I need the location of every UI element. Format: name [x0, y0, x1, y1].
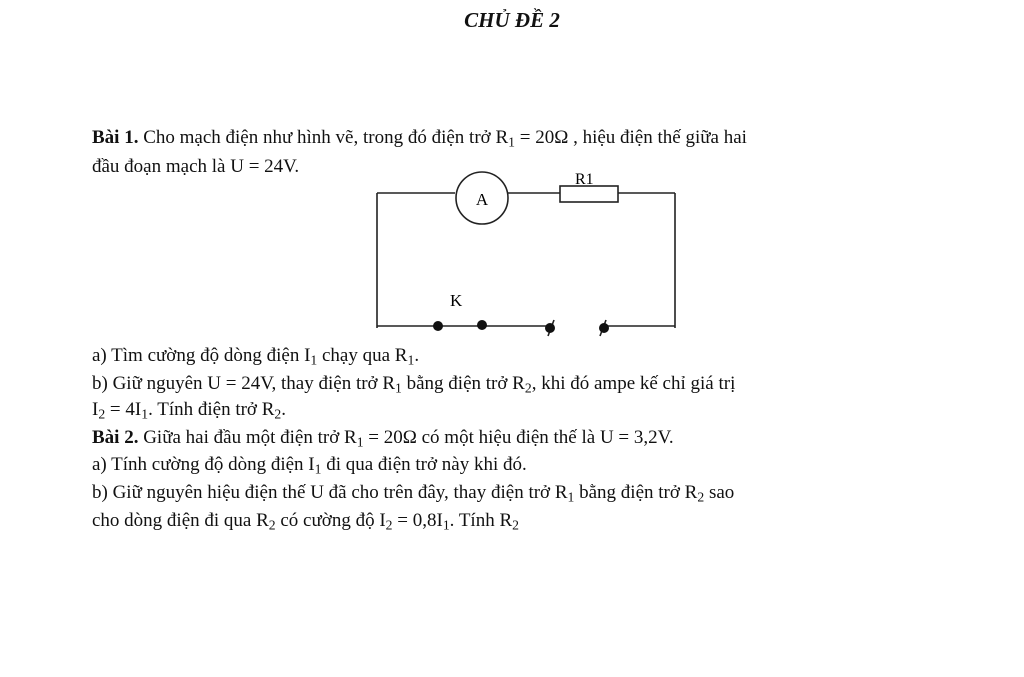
text: cho dòng điện đi qua R — [92, 510, 269, 531]
node-4 — [599, 323, 609, 333]
text: . — [414, 345, 420, 366]
switch-node-2 — [477, 320, 487, 330]
bai1-part-b-line2: I2 = 4I1. Tính điện trở R2. — [92, 398, 286, 422]
subscript: 2 — [274, 406, 282, 422]
text: = 4I — [105, 399, 142, 420]
circuit-diagram: A R1 K — [376, 171, 676, 337]
bai1-intro-line2: đầu đoạn mạch là U = 24V. — [92, 156, 300, 177]
text: I — [92, 399, 99, 420]
bai1-part-a: a) Tìm cường độ dòng điện I1 chạy qua R1… — [92, 344, 419, 368]
text: có cường độ I — [275, 510, 386, 531]
subscript: 2 — [385, 517, 393, 533]
subscript: 1 — [141, 406, 149, 422]
text: a) Tính cường độ dòng điện I — [92, 454, 315, 475]
text: . — [281, 399, 286, 420]
switch-label: K — [450, 291, 463, 310]
text: b) Giữ nguyên U = 24V, thay điện trở R — [92, 373, 396, 394]
subscript: 2 — [697, 489, 705, 505]
subscript: 1 — [356, 434, 364, 450]
text: . Tính điện trở R — [148, 399, 275, 420]
text: = 20Ω có một hiệu điện thế là U = 3,2V. — [363, 427, 674, 448]
text: = 20Ω , hiệu điện thế giữa hai — [514, 127, 747, 148]
text: sao — [704, 482, 735, 503]
subscript: 1 — [508, 134, 515, 150]
text: bằng điện trở R — [574, 482, 698, 503]
subscript: 1 — [395, 380, 402, 396]
subscript: 1 — [407, 352, 415, 368]
text: Giữa hai đầu một điện trở R — [138, 427, 357, 448]
subscript: 2 — [98, 406, 106, 422]
subscript: 2 — [268, 517, 276, 533]
subscript: 2 — [512, 517, 519, 533]
node-3 — [545, 323, 555, 333]
bai1-intro-line1: Bài 1. Cho mạch điện như hình vẽ, trong … — [92, 126, 747, 150]
text: = 0,8I — [392, 510, 443, 531]
bai2-part-b-line1: b) Giữ nguyên hiệu điện thế U đã cho trê… — [92, 481, 734, 505]
resistor-symbol — [559, 185, 619, 203]
text: . Tính R — [449, 510, 513, 531]
bai2-heading: Bài 2. — [92, 427, 139, 448]
subscript: 1 — [442, 517, 450, 533]
subscript: 2 — [524, 380, 532, 396]
switch-node-1 — [433, 321, 443, 331]
bai1-part-b-line1: b) Giữ nguyên U = 24V, thay điện trở R1 … — [92, 372, 735, 396]
text: bằng điện trở R — [401, 373, 525, 394]
page-title: CHỦ ĐỀ 2 — [464, 8, 560, 32]
text: a) Tìm cường độ dòng điện I — [92, 345, 311, 366]
ammeter-label: A — [476, 190, 489, 209]
bai2-part-b-line2: cho dòng điện đi qua R2 có cường độ I2 =… — [92, 509, 519, 533]
bai2-line1: Bài 2. Giữa hai đầu một điện trở R1 = 20… — [92, 426, 674, 450]
bai1-heading: Bài 1. — [92, 127, 139, 148]
text: chạy qua R — [317, 345, 408, 366]
text: Cho mạch điện như hình vẽ, trong đó điện… — [143, 127, 509, 148]
bai2-part-a: a) Tính cường độ dòng điện I1 đi qua điệ… — [92, 453, 527, 477]
subscript: 1 — [310, 352, 318, 368]
text: , khi đó ampe kế chỉ giá trị — [531, 373, 736, 394]
resistor-label: R1 — [575, 171, 594, 188]
text: đi qua điện trở này khi đó. — [321, 454, 527, 475]
ammeter-symbol — [455, 171, 509, 225]
subscript: 1 — [567, 489, 575, 505]
subscript: 1 — [314, 461, 322, 477]
text: b) Giữ nguyên hiệu điện thế U đã cho trê… — [92, 482, 568, 503]
